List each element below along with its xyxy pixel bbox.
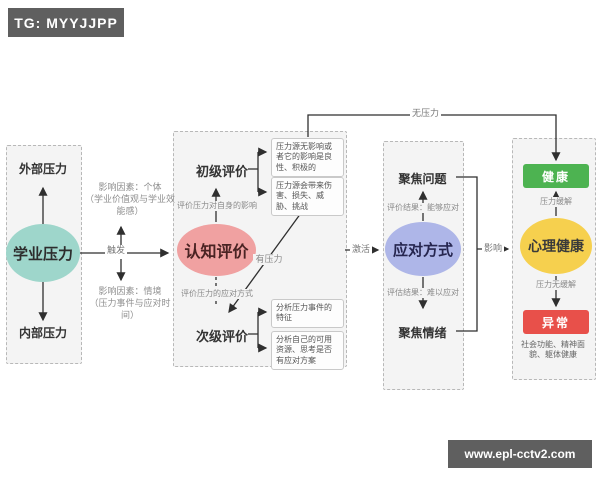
no-relief-note: 压力无缓解	[520, 280, 592, 290]
can-cope-note: 评价结果：能够应对	[385, 203, 461, 213]
has-stress-label: 有压力	[253, 254, 285, 265]
mental-health-node: 心理健康	[520, 218, 592, 274]
analyze-event-box: 分析压力事件的特征	[271, 299, 344, 328]
no-stress-edge-label: 无压力	[410, 108, 442, 119]
secondary-appraisal-note: 评价压力的应对方式	[176, 289, 258, 299]
factor-context-detail: （压力事件与应对时间）	[89, 298, 171, 321]
cannot-cope-note: 评估结果：难以应对	[385, 288, 461, 298]
coping-style-node: 应对方式	[385, 222, 461, 276]
factor-individual-detail: （学业价值观与学业效能感）	[84, 194, 175, 217]
focus-problem-label: 聚焦问题	[398, 172, 447, 186]
primary-appraisal-label: 初级评价	[195, 164, 248, 179]
outcome-no-impact-box: 压力源无影响或者它的影响是良性、积极的	[271, 138, 344, 178]
health-dimensions-footnote: 社会功能、精神面貌、躯体健康	[514, 340, 592, 360]
cognitive-appraisal-node: 认知评价	[177, 224, 256, 276]
abnormal-box: 异常	[523, 310, 589, 334]
factor-context-label: 影响因素：情境	[98, 286, 162, 296]
secondary-appraisal-label: 次级评价	[195, 329, 248, 344]
primary-appraisal-note: 评价压力对自身的影响	[175, 201, 259, 211]
telegram-badge: TG: MYYJJPP	[8, 8, 124, 37]
trigger-edge-label: 触发	[105, 245, 128, 256]
healthy-box: 健康	[523, 164, 589, 188]
watermark-url: www.epl-cctv2.com	[448, 440, 592, 468]
analyze-resource-box: 分析自己的可用资源、思考是否有应对方案	[271, 331, 344, 371]
stress-relief-note: 压力缓解	[520, 197, 592, 207]
internal-pressure-label: 内部压力	[18, 326, 67, 340]
activate-edge-label: 激活	[350, 244, 373, 255]
influence-edge-label: 影响	[482, 243, 505, 254]
factor-individual-label: 影响因素：个体	[98, 182, 162, 192]
focus-emotion-label: 聚焦情绪	[398, 326, 447, 340]
external-pressure-label: 外部压力	[18, 162, 67, 176]
academic-stress-node: 学业压力	[6, 224, 80, 282]
outcome-harm-box: 压力源会带来伤害、损失、威胁、挑战	[271, 177, 344, 217]
